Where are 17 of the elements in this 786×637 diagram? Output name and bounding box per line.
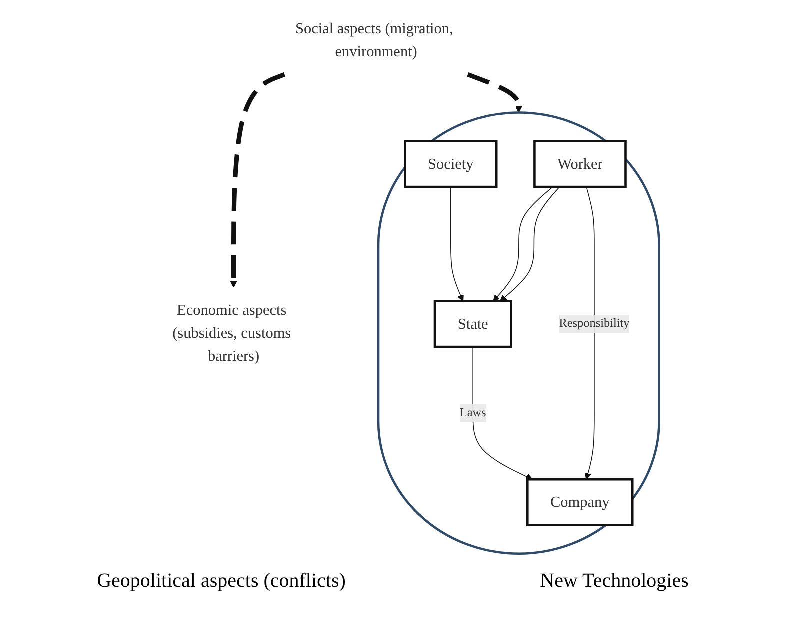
arrow bbox=[584, 186, 595, 480]
node-box: Society bbox=[404, 140, 498, 188]
arrow bbox=[467, 72, 522, 114]
edge-label: Responsibility bbox=[559, 317, 630, 330]
node-text: Social aspects (migration, environment) bbox=[295, 20, 454, 60]
node-box: Worker bbox=[533, 140, 627, 188]
arrow bbox=[450, 186, 464, 302]
arrow bbox=[492, 186, 554, 302]
node-box: Company bbox=[526, 478, 634, 526]
arrow bbox=[472, 346, 533, 480]
edge-label: Laws bbox=[460, 406, 486, 420]
note-text: Geopolitical aspects (conflicts) bbox=[97, 570, 346, 593]
node-text: Economic aspects (subsidies, customs barriers) bbox=[172, 302, 291, 365]
arrow bbox=[500, 186, 560, 302]
note-text: New Technologies bbox=[540, 570, 689, 593]
node-box: State bbox=[434, 300, 512, 348]
arrow bbox=[230, 72, 286, 288]
